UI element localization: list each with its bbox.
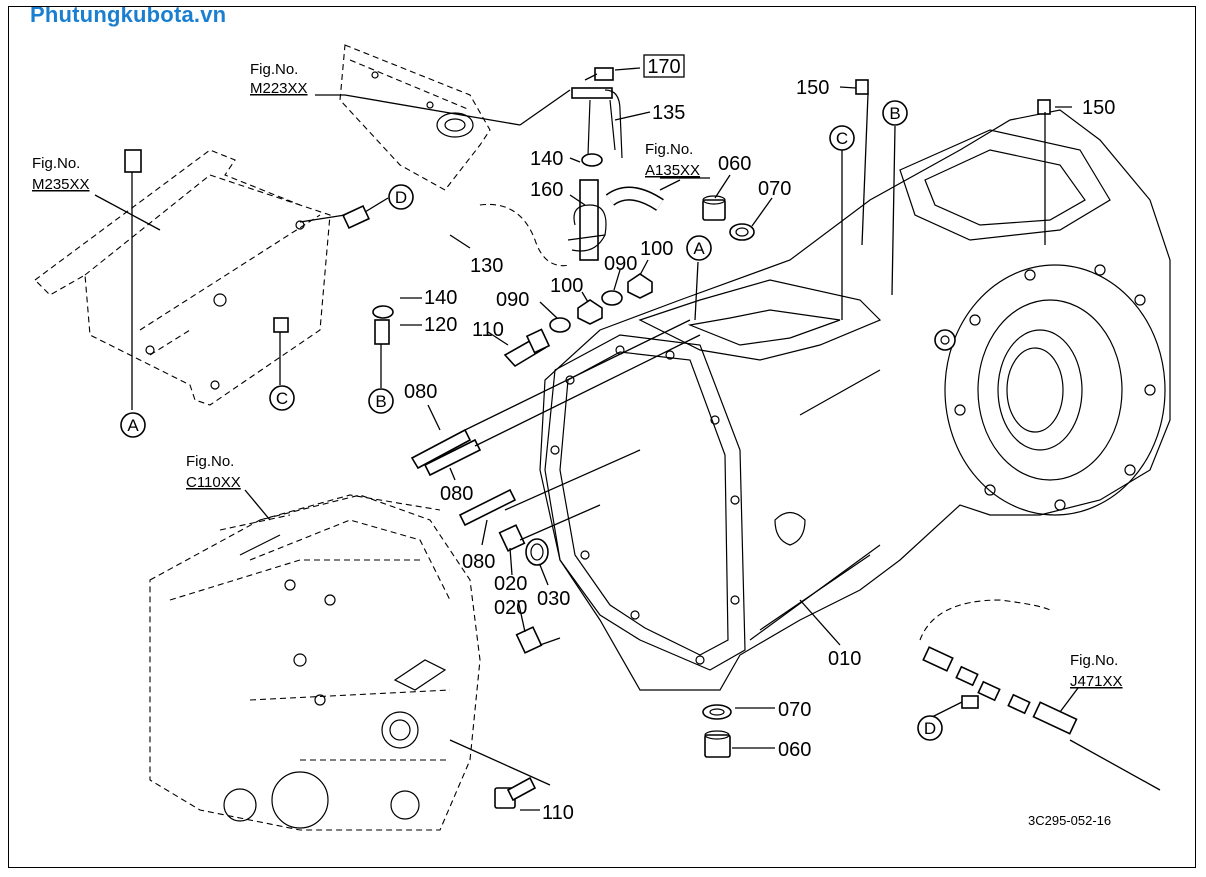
label-080-bottom[interactable]: 080 [462,551,495,573]
label-070-lower[interactable]: 070 [778,699,811,721]
label-090-left[interactable]: 090 [496,289,529,311]
callout-a-right: A [686,235,712,261]
callout-b-left: B [368,388,394,414]
label-010[interactable]: 010 [828,648,861,670]
callout-b-right: B [882,100,908,126]
svg-text:Fig.No.: Fig.No. [645,141,693,158]
svg-text:A: A [693,239,705,258]
step-cover-reference [339,44,491,191]
label-120[interactable]: 120 [424,314,457,336]
figref-c110[interactable]: Fig.No. C110XX [186,453,241,491]
label-140-upper[interactable]: 140 [530,148,563,170]
diagram-code: 3C295-052-16 [1028,813,1111,828]
nut-100-a[interactable] [577,299,603,325]
svg-text:A135XX: A135XX [645,162,700,179]
figref-m223[interactable]: Fig.No. M223XX [250,61,308,97]
figref-a135[interactable]: Fig.No. A135XX [645,141,700,179]
diagram-frame [8,6,1196,868]
svg-text:B: B [889,104,900,123]
label-080-middle[interactable]: 080 [440,483,473,505]
svg-text:Fig.No.: Fig.No. [250,61,298,78]
transmission-case[interactable] [539,109,1171,691]
seal-070-lower[interactable] [702,704,732,720]
label-020-upper[interactable]: 020 [494,573,527,595]
svg-text:D: D [924,719,936,738]
svg-text:C: C [836,129,848,148]
leader-lines [94,67,1161,811]
label-100-left[interactable]: 100 [550,275,583,297]
callout-c-left: C [269,385,295,411]
label-110-upper[interactable]: 110 [472,319,504,341]
stud-080-upper[interactable] [410,428,472,470]
svg-text:M223XX: M223XX [250,80,308,97]
breather-fitting[interactable] [934,329,956,351]
hose-a135[interactable] [579,179,664,261]
seal-070-upper[interactable] [729,223,755,241]
svg-text:Fig.No.: Fig.No. [32,155,80,172]
tray-reference [34,149,331,406]
label-160[interactable]: 160 [530,179,563,201]
svg-text:A: A [127,416,139,435]
label-110-lower[interactable]: 110 [542,802,574,824]
pipe-135[interactable] [571,87,623,159]
clamp-140-upper[interactable] [581,153,603,167]
label-135[interactable]: 135 [652,102,685,124]
tray-clip[interactable] [273,317,289,333]
label-100-right[interactable]: 100 [640,238,673,260]
label-060-upper[interactable]: 060 [718,153,751,175]
clamp-140-lower[interactable] [372,305,394,319]
label-080-top[interactable]: 080 [404,381,437,403]
label-150-left[interactable]: 150 [796,77,829,99]
stud-080-middle[interactable] [423,438,482,477]
plug-060-upper[interactable] [702,195,726,221]
svg-text:D: D [395,188,407,207]
label-170[interactable]: 170 [643,54,685,78]
label-030[interactable]: 030 [537,588,570,610]
svg-text:Fig.No.: Fig.No. [186,453,234,470]
washer-090-a[interactable] [549,317,571,333]
label-150-right[interactable]: 150 [1082,97,1115,119]
label-060-lower[interactable]: 060 [778,739,811,761]
oring-030[interactable] [525,538,549,566]
callout-c-right: C [829,125,855,151]
svg-text:Fig.No.: Fig.No. [1070,652,1118,669]
pipe-130[interactable] [377,202,571,300]
svg-text:C110XX: C110XX [186,474,241,491]
clip-160[interactable] [567,204,607,252]
hose-assembly-j471[interactable] [919,599,1078,735]
fitting-120[interactable] [374,319,390,345]
label-140-lower[interactable]: 140 [424,287,457,309]
bolt-170[interactable] [584,67,614,81]
bolt-110-upper[interactable] [503,328,551,368]
front-housing-reference [149,494,481,831]
svg-text:J471XX: J471XX [1070,673,1123,690]
callout-d-top: D [388,184,414,210]
hose-end-d[interactable] [342,204,370,230]
callout-a-left: A [120,412,146,438]
nut-100-b[interactable] [627,273,653,299]
svg-text:B: B [375,392,386,411]
pin-020-upper[interactable] [498,524,526,552]
svg-text:C: C [276,389,288,408]
label-090-right[interactable]: 090 [604,253,637,275]
plug-150-right[interactable] [1037,99,1051,115]
plug-150-left[interactable] [855,79,869,95]
svg-text:M235XX: M235XX [32,176,90,193]
svg-text:170: 170 [647,56,680,78]
plug-060-lower[interactable] [704,730,731,758]
label-130[interactable]: 130 [470,255,503,277]
stud-080-lower[interactable] [458,488,517,527]
label-020-lower[interactable]: 020 [494,597,527,619]
washer-090-b[interactable] [601,290,623,306]
figref-j471[interactable]: Fig.No. J471XX [1070,652,1123,690]
callout-d-bottom: D [917,715,943,741]
bolt-110-lower[interactable] [494,776,537,809]
pin-020-lower[interactable] [515,626,543,654]
tray-bolt[interactable] [124,149,142,173]
figref-m235[interactable]: Fig.No. M235XX [32,155,90,193]
label-070-upper[interactable]: 070 [758,178,791,200]
